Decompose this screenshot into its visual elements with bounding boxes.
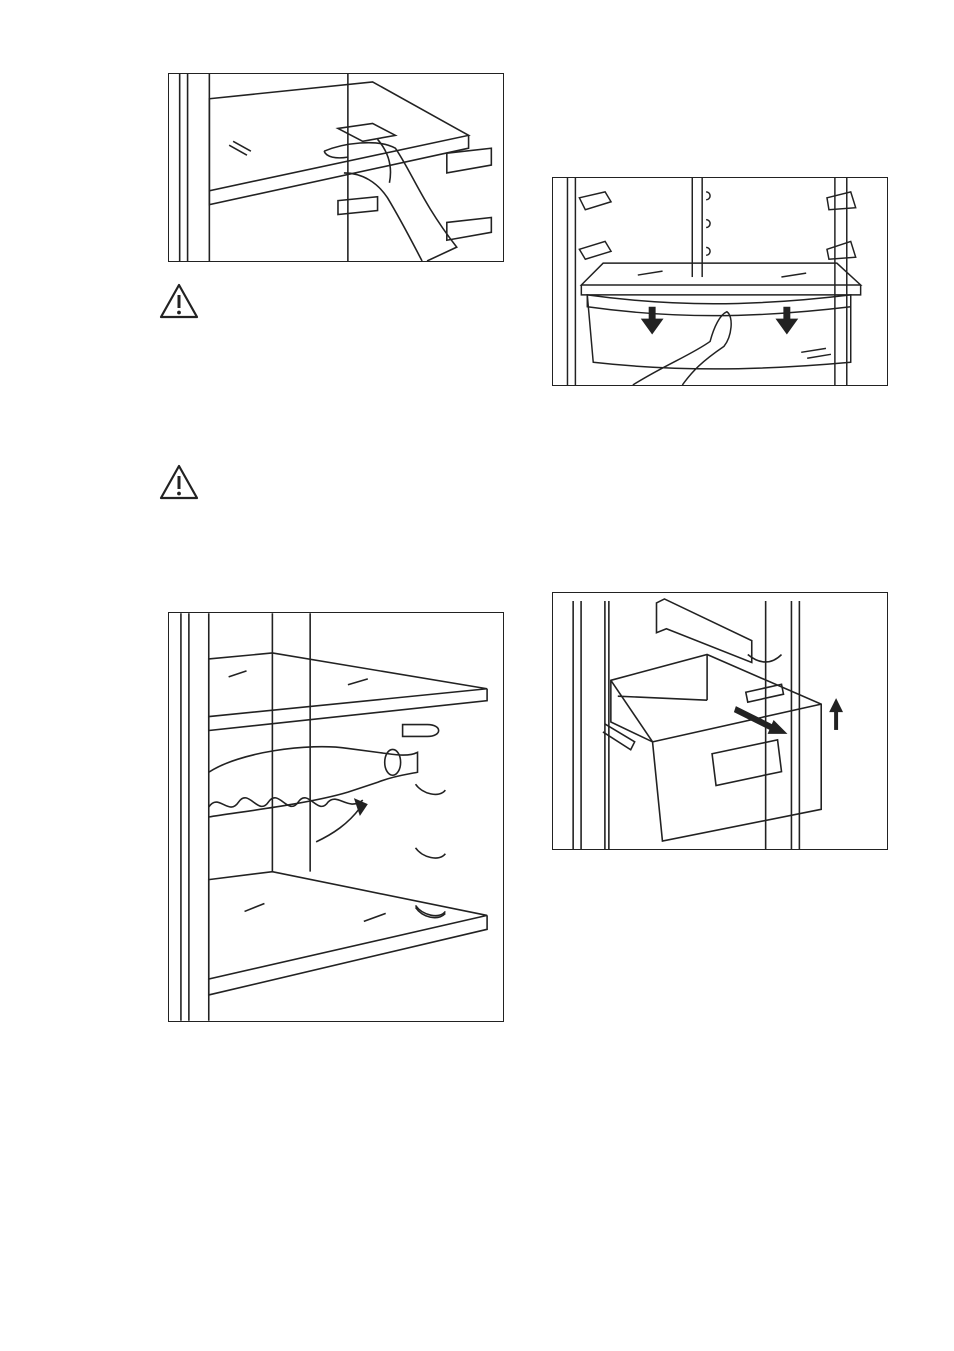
- bottle-rack-illustration: [169, 613, 503, 1021]
- warning-triangle-icon: [159, 464, 199, 500]
- crisper-drawer-illustration: [553, 178, 887, 385]
- figure-bottle-rack: [168, 612, 504, 1022]
- shelf-removal-illustration: [169, 74, 503, 261]
- figure-shelf-removal: [168, 73, 504, 262]
- figure-freshbox-drawer: [552, 592, 888, 850]
- freshbox-drawer-illustration: [553, 593, 887, 849]
- warning-triangle-icon: [159, 283, 199, 319]
- figure-crisper-drawer-front: [552, 177, 888, 386]
